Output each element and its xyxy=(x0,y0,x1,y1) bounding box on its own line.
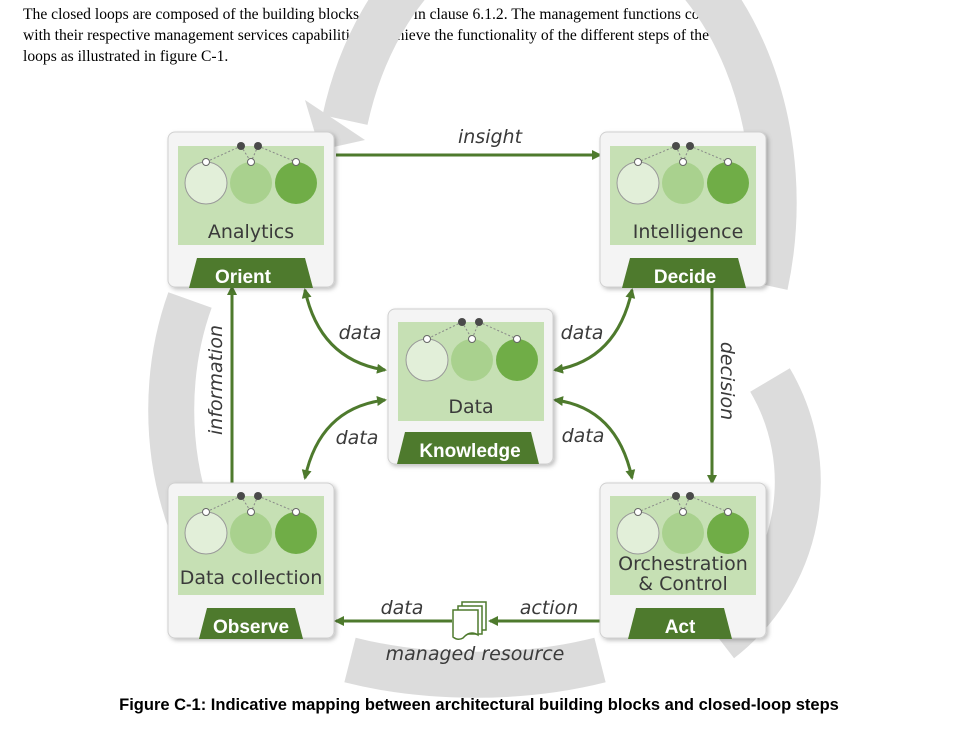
insight-label: insight xyxy=(458,126,524,148)
decide-tab: Decide xyxy=(654,267,716,288)
data-label: Data xyxy=(448,396,493,418)
block-knowledge: Data Knowledge xyxy=(387,308,554,465)
data-arrow-orient-knowledge xyxy=(301,288,387,374)
decision-label: decision xyxy=(716,342,738,420)
data-label-bottom: data xyxy=(381,597,424,619)
data-label-bottom-left: data xyxy=(336,427,379,449)
data-collection-label: Data collection xyxy=(180,567,323,589)
managed-resource-label: managed resource xyxy=(386,643,565,665)
block-observe: Data collection Observe xyxy=(167,482,335,639)
ml-model-icon xyxy=(405,318,538,382)
intelligence-label: Intelligence xyxy=(633,221,744,243)
data-arrow-decide-knowledge xyxy=(553,288,636,374)
block-decide: Intelligence Decide xyxy=(599,131,767,288)
information-label: information xyxy=(205,325,227,435)
action-label: action xyxy=(520,597,578,619)
managed-resource-icon xyxy=(452,601,487,641)
block-orient: Analytics Orient xyxy=(167,131,335,288)
observe-tab: Observe xyxy=(213,617,289,638)
knowledge-tab: Knowledge xyxy=(419,441,520,462)
data-arrow-act-knowledge xyxy=(553,396,636,480)
data-label-top-right: data xyxy=(561,322,604,344)
data-label-bottom-right: data xyxy=(562,425,605,447)
act-tab: Act xyxy=(665,617,696,638)
ml-model-icon xyxy=(184,492,317,555)
orchestration-label-line1: Orchestration xyxy=(618,553,748,575)
orient-tab: Orient xyxy=(215,267,272,288)
analytics-label: Analytics xyxy=(208,221,294,243)
ml-model-icon xyxy=(616,142,749,205)
ml-model-icon xyxy=(184,142,317,205)
block-act: Orchestration & Control Act xyxy=(599,482,767,639)
orchestration-label-line2: & Control xyxy=(638,573,728,595)
figure-caption: Figure C-1: Indicative mapping between a… xyxy=(119,696,839,714)
intro-line-3: loops as illustrated in figure C-1. xyxy=(23,48,229,65)
data-label-top-left: data xyxy=(339,322,382,344)
ml-model-icon xyxy=(616,492,749,555)
data-arrow-observe-knowledge xyxy=(301,396,387,480)
